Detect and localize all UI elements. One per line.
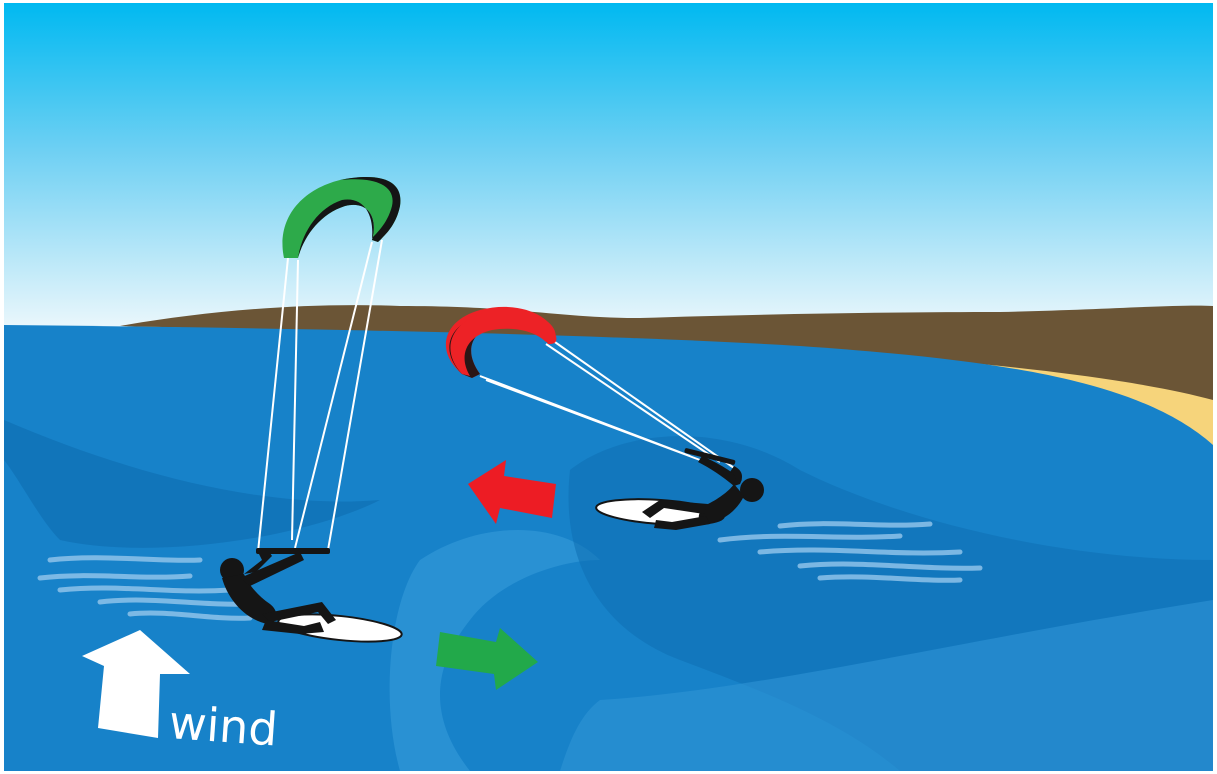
sky [4, 3, 1213, 333]
wind-label: wind [167, 695, 279, 756]
